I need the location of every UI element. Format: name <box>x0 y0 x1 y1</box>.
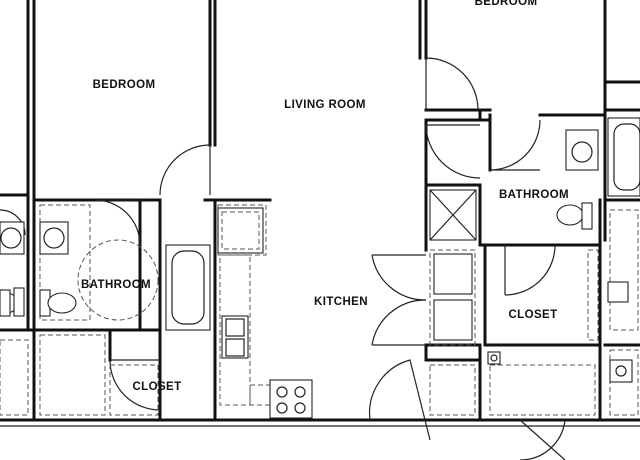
door-swing <box>109 359 161 411</box>
room-label-bathroom-left: BATHROOM <box>81 279 151 291</box>
sink <box>0 221 25 255</box>
room-label-bedroom-left: BEDROOM <box>93 79 156 91</box>
dryer <box>433 299 473 341</box>
door-swing <box>425 124 481 179</box>
door-swing <box>94 199 141 246</box>
door-swing <box>371 254 427 301</box>
door-swing <box>371 299 427 346</box>
sink <box>39 221 69 255</box>
refrigerator <box>217 207 264 254</box>
door-swing <box>489 119 541 171</box>
door-swing <box>504 244 556 296</box>
door-swing <box>159 144 211 196</box>
door-swing <box>368 359 431 441</box>
bathtub <box>165 244 211 331</box>
door-swing <box>520 419 566 460</box>
room-label-bedroom-top: BEDROOM <box>475 0 538 8</box>
room-label-closet-right: CLOSET <box>508 309 557 321</box>
room-label-closet-left: CLOSET <box>132 381 181 393</box>
fixtures <box>0 117 640 419</box>
stove <box>269 379 313 419</box>
walls <box>0 0 640 427</box>
room-label-bathroom-right: BATHROOM <box>499 189 569 201</box>
door-swing <box>0 209 26 236</box>
room-labels: BEDROOM BEDROOM LIVING ROOM BATHROOM BAT… <box>81 0 569 393</box>
bathtub <box>607 117 640 197</box>
toilet <box>556 204 584 226</box>
rug-outline <box>77 239 159 321</box>
room-label-living-room: LIVING ROOM <box>284 99 366 111</box>
door-swing <box>425 57 479 111</box>
room-label-kitchen: KITCHEN <box>314 296 368 308</box>
doors <box>0 57 566 460</box>
sink <box>565 129 599 171</box>
washer <box>433 253 473 295</box>
